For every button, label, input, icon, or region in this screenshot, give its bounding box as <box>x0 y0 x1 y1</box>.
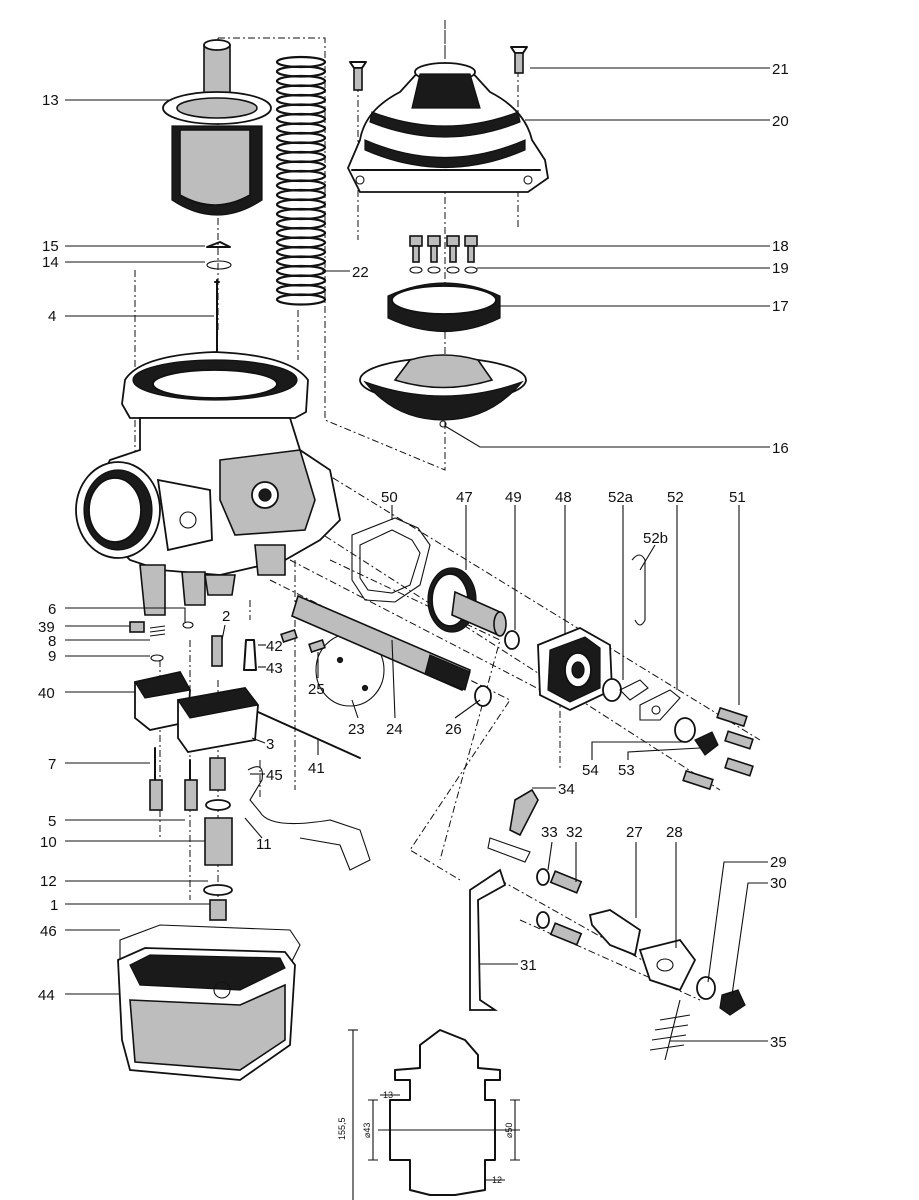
dim-43: ⌀43 <box>362 1123 372 1138</box>
label-4: 4 <box>48 308 56 325</box>
label-16: 16 <box>772 440 789 457</box>
gasket-50 <box>351 517 431 603</box>
throttle-shaft-parts <box>243 594 492 707</box>
label-30: 30 <box>770 875 787 892</box>
callout-labels: 13 15 14 4 21 20 18 19 17 16 22 50 47 49… <box>38 61 789 1051</box>
top-cover-20 <box>347 62 549 193</box>
label-53: 53 <box>618 762 635 779</box>
label-52a: 52a <box>608 489 634 506</box>
label-11: 11 <box>256 836 272 853</box>
throttle-lever-assembly <box>469 788 746 1061</box>
label-35: 35 <box>770 1034 787 1051</box>
cover-screws-21 <box>349 46 528 91</box>
label-44: 44 <box>38 987 55 1004</box>
label-1: 1 <box>50 897 58 914</box>
label-26: 26 <box>445 721 462 738</box>
label-13: 13 <box>42 92 59 109</box>
label-46: 46 <box>40 923 57 940</box>
label-48: 48 <box>555 489 572 506</box>
label-12: 12 <box>40 873 57 890</box>
label-49: 49 <box>505 489 522 506</box>
label-52b: 52b <box>643 530 668 547</box>
leader-lines <box>65 67 770 1042</box>
label-3: 3 <box>266 736 274 753</box>
label-52: 52 <box>667 489 684 506</box>
label-14: 14 <box>42 254 59 271</box>
piston-slide-13 <box>162 39 272 216</box>
label-43: 43 <box>266 660 283 677</box>
screws-51 <box>682 706 754 791</box>
choke-housing-48 <box>537 627 613 712</box>
label-8: 8 <box>48 633 56 650</box>
label-19: 19 <box>772 260 789 277</box>
label-7: 7 <box>48 756 56 773</box>
spring-coil <box>275 293 327 306</box>
dim-50: ⌀50 <box>504 1123 514 1138</box>
label-31: 31 <box>520 957 537 974</box>
label-6: 6 <box>48 601 56 618</box>
dim-13: 13 <box>383 1090 393 1100</box>
label-41: 41 <box>308 760 325 777</box>
label-29: 29 <box>770 854 787 871</box>
diaphragm-16 <box>359 354 527 428</box>
label-5: 5 <box>48 813 56 830</box>
label-39: 39 <box>38 619 55 636</box>
label-10: 10 <box>40 834 57 851</box>
label-2: 2 <box>222 608 230 625</box>
carburetor-body <box>75 351 341 616</box>
label-54: 54 <box>582 762 599 779</box>
label-40: 40 <box>38 685 55 702</box>
label-25: 25 <box>308 681 325 698</box>
label-23: 23 <box>348 721 365 738</box>
label-32: 32 <box>566 824 583 841</box>
label-20: 20 <box>772 113 789 130</box>
label-15: 15 <box>42 238 59 255</box>
float-bowl-44-gasket-46 <box>117 924 301 1081</box>
screws-18-washers-19 <box>409 235 478 274</box>
label-47: 47 <box>456 489 473 506</box>
section-drawing: 13 155,5 ⌀43 ⌀50 12 <box>337 1029 520 1200</box>
label-27: 27 <box>626 824 643 841</box>
label-18: 18 <box>772 238 789 255</box>
jets-and-floats <box>129 621 371 921</box>
label-9: 9 <box>48 648 56 665</box>
spring-22 <box>275 55 327 306</box>
label-33: 33 <box>541 824 558 841</box>
label-51: 51 <box>729 489 746 506</box>
label-22: 22 <box>352 264 369 281</box>
label-21: 21 <box>772 61 789 78</box>
label-42: 42 <box>266 638 283 655</box>
label-45: 45 <box>266 767 283 784</box>
label-50: 50 <box>381 489 398 506</box>
dim-12: 12 <box>492 1175 502 1185</box>
retaining-ring-17 <box>387 282 501 332</box>
choke-disc-47 <box>427 567 507 637</box>
label-17: 17 <box>772 298 789 315</box>
washer-49 <box>504 630 520 650</box>
choke-linkage-parts <box>602 554 754 791</box>
label-24: 24 <box>386 721 403 738</box>
label-34: 34 <box>558 781 575 798</box>
label-28: 28 <box>666 824 683 841</box>
dim-155: 155,5 <box>337 1117 347 1140</box>
